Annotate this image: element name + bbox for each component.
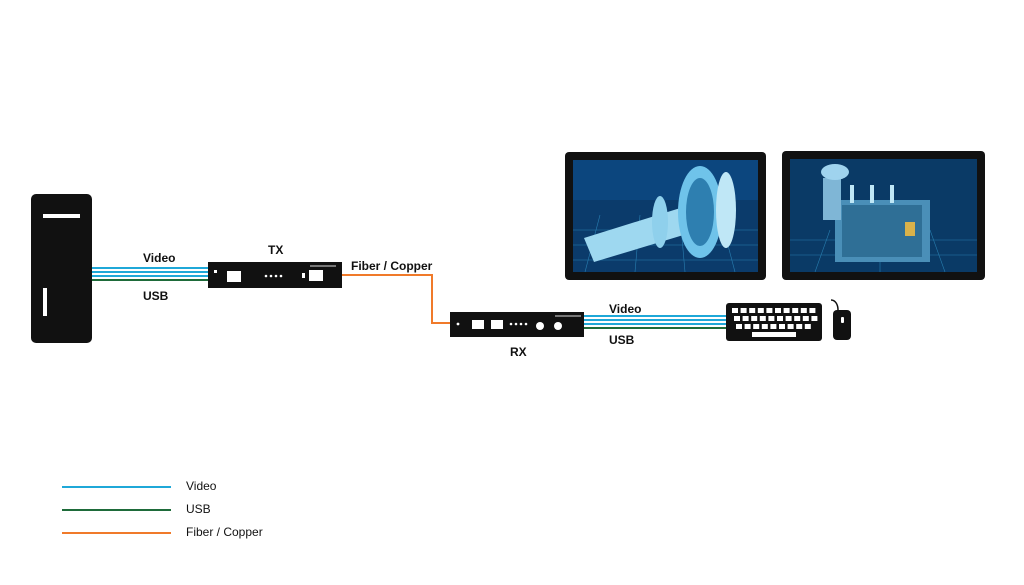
rx-label: RX: [510, 345, 527, 359]
keyboard-key: [770, 324, 777, 329]
monitor-turbine: [565, 152, 766, 280]
monitor-transformer: [782, 151, 985, 280]
rx-usb-label: USB: [609, 333, 635, 347]
keyboard-key: [759, 316, 766, 321]
keyboard-key: [736, 324, 742, 329]
keyboard-key: [766, 308, 773, 313]
keyboard-key: [802, 316, 809, 321]
transformer-image: [821, 164, 930, 262]
computer-tower-icon: [31, 194, 92, 343]
legend-label-fiber: Fiber / Copper: [186, 525, 263, 539]
rx-video-label: Video: [609, 302, 642, 316]
keyboard-key: [785, 316, 792, 321]
keyboard-key: [809, 308, 816, 313]
keyboard-key: [742, 316, 749, 321]
keyboard-key: [751, 316, 758, 321]
keyboard-key: [757, 308, 764, 313]
tx-usb-label: USB: [143, 289, 169, 303]
rx-unit: [450, 312, 584, 337]
legend-label-usb: USB: [186, 502, 211, 516]
keyboard-key: [768, 316, 775, 321]
tx-label: TX: [268, 243, 284, 257]
keyboard-key: [792, 308, 799, 313]
keyboard-key: [740, 308, 747, 313]
keyboard-key: [794, 316, 801, 321]
tx-unit: [208, 262, 342, 288]
keyboard-key: [744, 324, 751, 329]
keyboard-spacebar: [752, 332, 796, 337]
keyboard-icon: [726, 303, 822, 341]
fiber-copper-label: Fiber / Copper: [351, 259, 433, 273]
keyboard-key: [800, 308, 807, 313]
keyboard-key: [811, 316, 818, 321]
keyboard-key: [761, 324, 768, 329]
keyboard-key: [787, 324, 794, 329]
tx-cable-bundle: [92, 267, 208, 281]
legend-label-video: Video: [186, 479, 217, 493]
turbine-image: [584, 166, 736, 262]
tx-video-label: Video: [143, 251, 176, 265]
keyboard-key: [804, 324, 811, 329]
mouse-icon: [830, 299, 851, 340]
keyboard-key: [732, 308, 738, 313]
keyboard-key: [734, 316, 740, 321]
keyboard-key: [777, 316, 783, 321]
keyboard-key: [779, 324, 785, 329]
fiber-copper-link: [342, 274, 450, 324]
rx-cable-bundle: [584, 315, 726, 329]
keyboard-key: [775, 308, 781, 313]
keyboard-key: [749, 308, 756, 313]
keyboard-key: [753, 324, 760, 329]
keyboard-key: [796, 324, 803, 329]
keyboard-key: [783, 308, 790, 313]
